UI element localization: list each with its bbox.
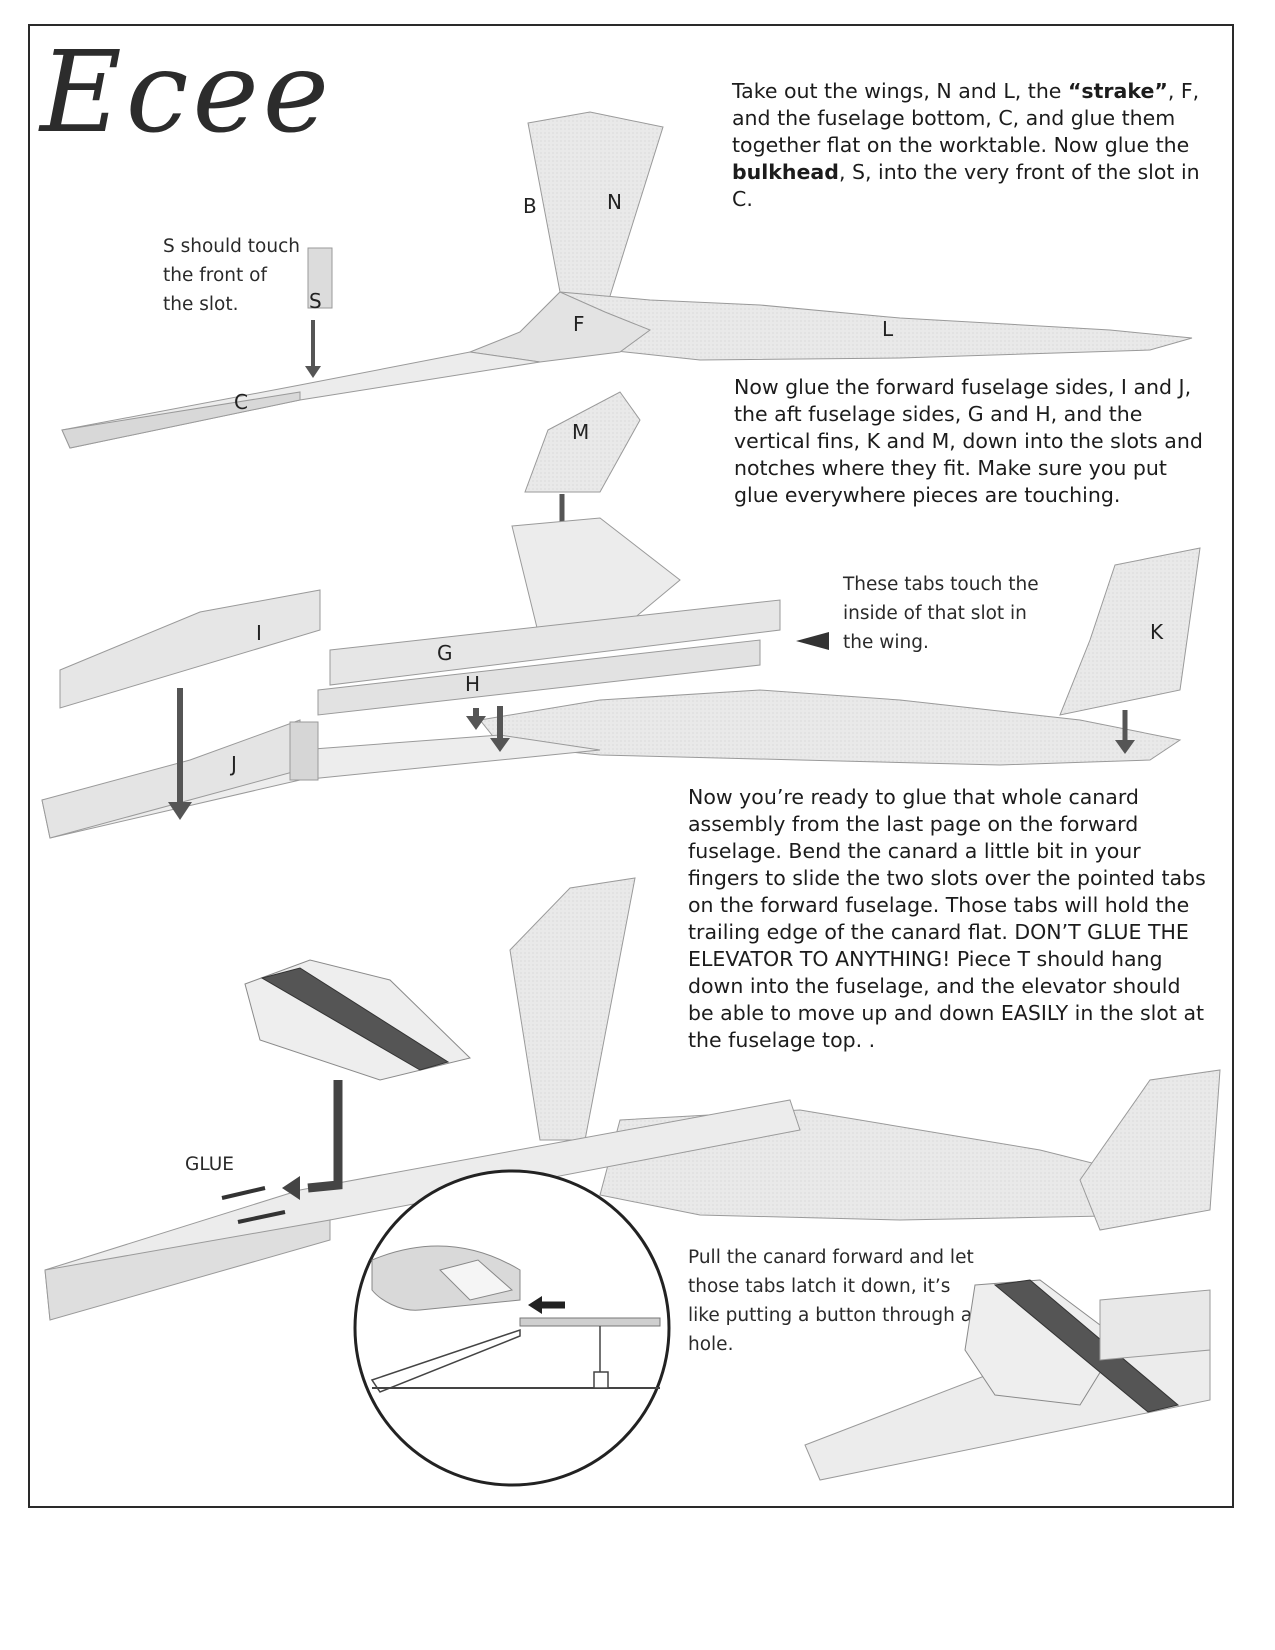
part-label-k: K xyxy=(1150,620,1164,644)
part-label-c: C xyxy=(234,390,248,414)
note-s-slot: S should touch the front of the slot. xyxy=(163,236,300,315)
part-label-h: H xyxy=(465,672,481,696)
step3-canard-assembly xyxy=(44,877,1221,1321)
detail-inset-circle xyxy=(353,1169,671,1487)
elevator-strip-icon xyxy=(260,967,450,1071)
fin-step3 xyxy=(509,877,636,1141)
part-label-j: J xyxy=(231,752,237,776)
fingernail-shape xyxy=(439,1259,514,1301)
bulkhead-part-s xyxy=(307,247,333,309)
step2-fuselage-assembly xyxy=(41,517,1201,839)
part-label-s: S xyxy=(309,289,322,313)
instruction-paragraph-3: Now you’re ready to glue that whole cana… xyxy=(688,785,1206,1052)
part-label-m: M xyxy=(572,420,590,444)
wing-step2 xyxy=(479,689,1182,766)
instruction-paragraph-2: Now glue the forward fuselage sides, I a… xyxy=(734,375,1203,507)
p1-text-a: Take out the wings, N and L, the xyxy=(732,79,1068,103)
fin-step3-rear xyxy=(1079,1069,1221,1231)
instruction-paragraph-1: Take out the wings, N and L, the “strake… xyxy=(732,78,1202,213)
part-label-b: B xyxy=(523,194,537,218)
elevator-strip-icon-2 xyxy=(993,1279,1180,1413)
fuselage-side-j xyxy=(41,719,301,839)
fuselage-side-g xyxy=(329,599,781,686)
fin-part-k xyxy=(1059,547,1201,716)
page-border xyxy=(28,24,1234,1508)
part-label-l: L xyxy=(882,317,894,341)
page-title: Ecee xyxy=(40,28,334,158)
p1-bold-bulkhead: bulkhead xyxy=(732,160,839,184)
step1-wing-assembly xyxy=(61,111,1193,449)
canard-detail-lower-right xyxy=(804,1279,1211,1481)
glue-label: GLUE xyxy=(185,1154,234,1175)
wing-part-n xyxy=(527,111,664,313)
note-tabs: These tabs touch the inside of that slot… xyxy=(843,574,1039,653)
bulkhead-step2 xyxy=(289,721,319,781)
tabs-pointer-icon xyxy=(796,632,829,650)
fuselage-side-i xyxy=(59,589,321,709)
fuselage-part-c-edge xyxy=(61,391,301,449)
note-pull-canard: Pull the canard forward and let those ta… xyxy=(688,1247,974,1355)
part-label-n: N xyxy=(607,190,622,214)
strake-part-f xyxy=(468,291,652,363)
p1-text-c: , S, into the very front of the slot in … xyxy=(732,160,1200,211)
p1-text-b: , F, and the fuselage bottom, C, and glu… xyxy=(732,79,1200,157)
fuselage-side-h xyxy=(317,639,761,716)
p1-bold-strake: “strake” xyxy=(1067,79,1168,103)
fin-part-m xyxy=(524,391,641,493)
fuselage-step3-side xyxy=(44,1219,331,1321)
part-label-i: I xyxy=(256,621,262,645)
part-label-f: F xyxy=(573,312,585,336)
part-label-g: G xyxy=(437,641,453,665)
fin-part-background xyxy=(511,517,681,641)
